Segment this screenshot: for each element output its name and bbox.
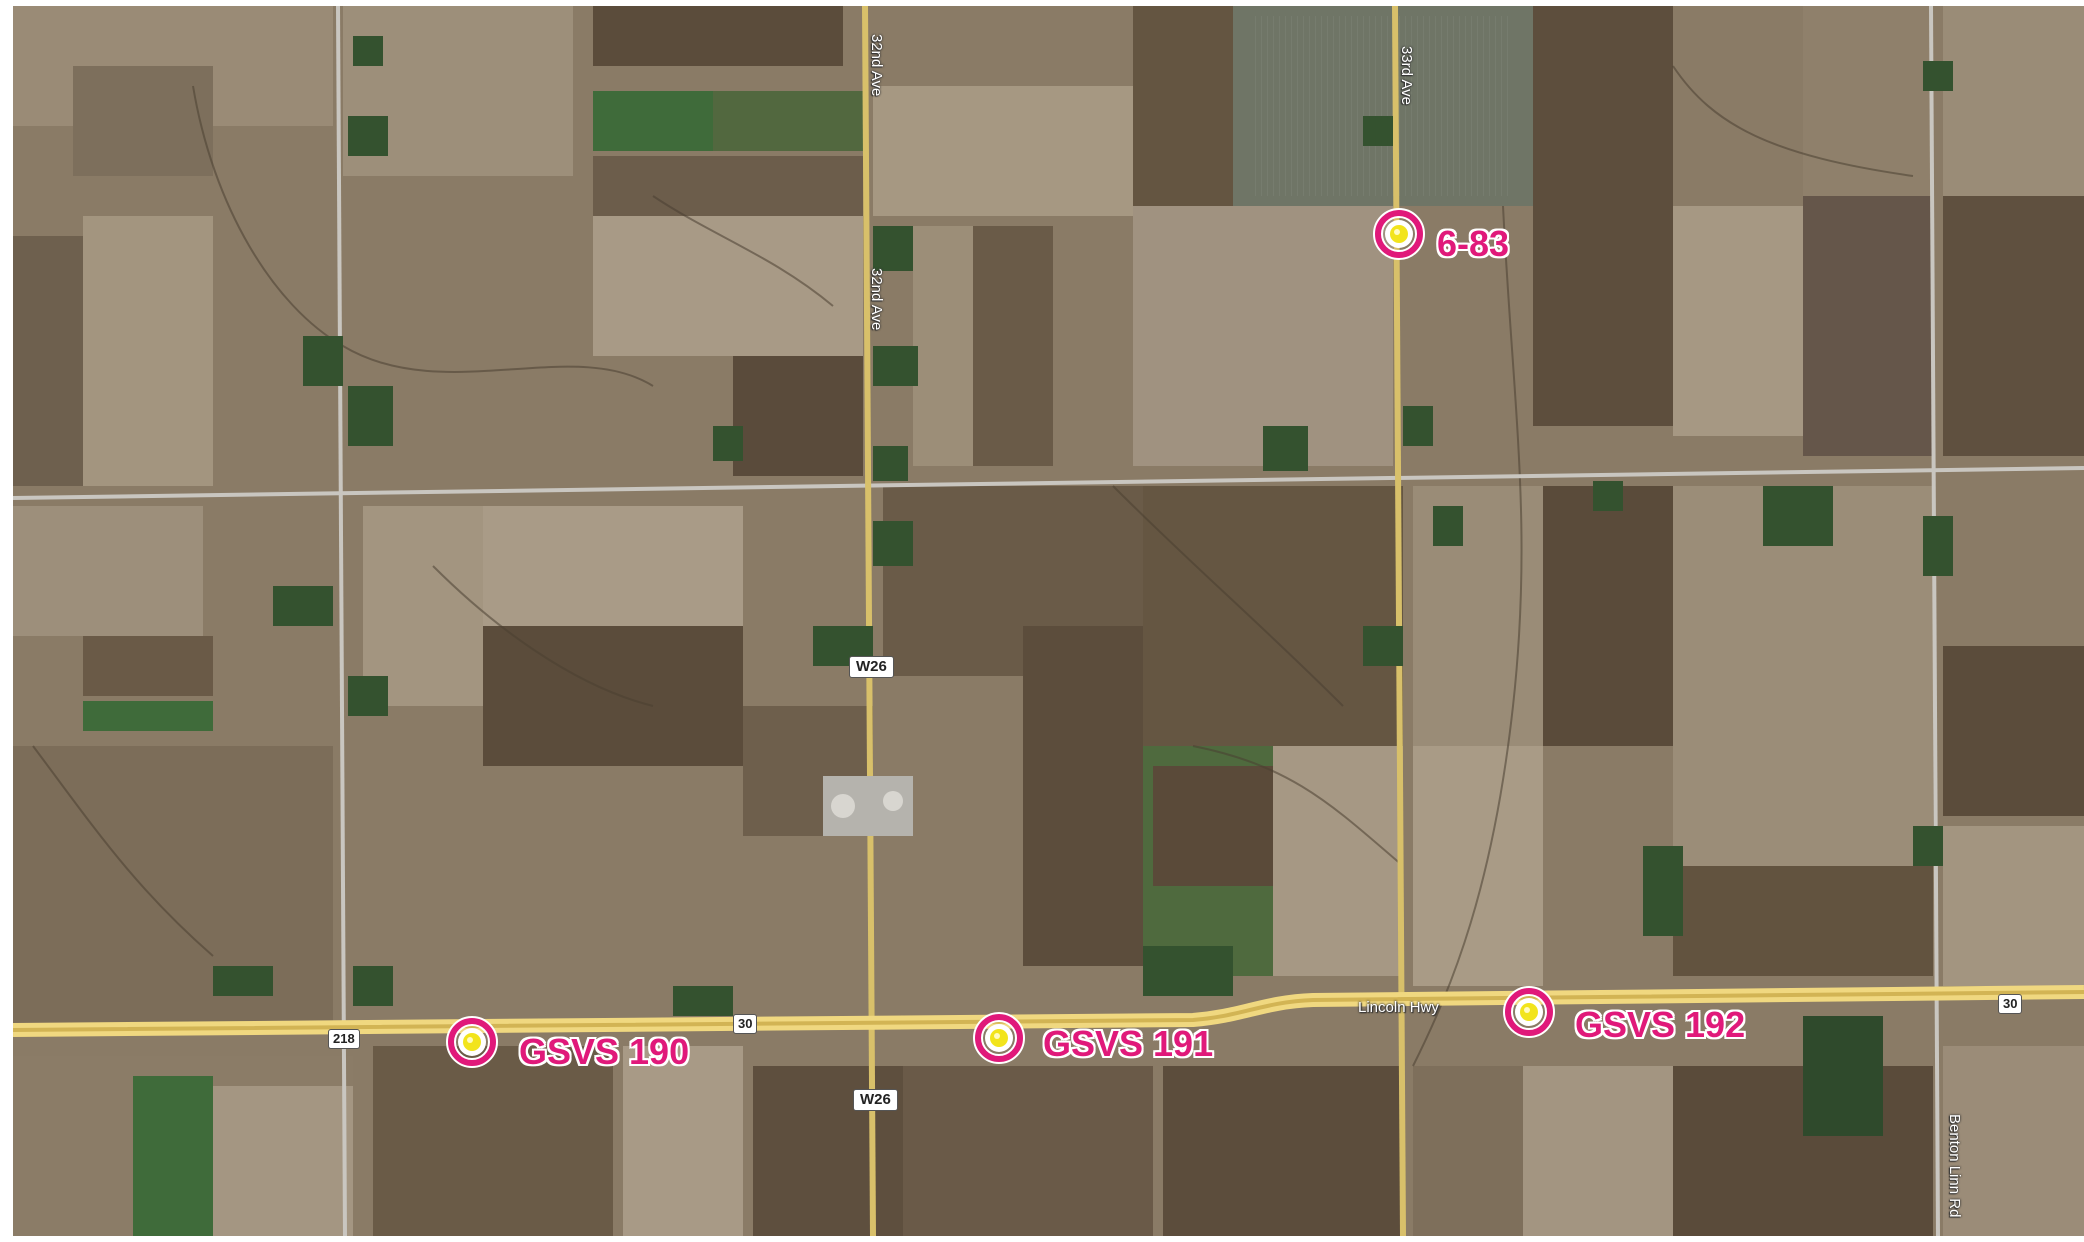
lincoln-highway <box>13 985 2084 1037</box>
target-circle-icon <box>973 1012 1025 1064</box>
route-shield-us30-east: 30 <box>1998 994 2023 1014</box>
marker-label-6-83: 6-83 <box>1437 223 1510 264</box>
route-shield-w26-south: W26 <box>853 1089 898 1111</box>
target-circle-icon <box>1503 986 1555 1038</box>
marker-6-83[interactable] <box>1373 208 1425 260</box>
road-label-33rd-ave: 33rd Ave <box>1398 46 1415 105</box>
target-circle-icon <box>1373 208 1425 260</box>
route-shield-w26-north: W26 <box>849 656 894 678</box>
field-patches <box>13 6 2084 1236</box>
road-label-lincoln-hwy: Lincoln Hwy <box>1358 999 1439 1016</box>
marker-gsvs-191[interactable] <box>973 1012 1025 1064</box>
marker-label-gsvs-192: GSVS 192 <box>1575 1004 1746 1045</box>
marker-gsvs-192[interactable] <box>1503 986 1555 1038</box>
marker-label-gsvs-190: GSVS 190 <box>519 1031 690 1072</box>
drainage-lines <box>32 65 1914 1067</box>
industrial-site <box>823 776 913 836</box>
farmsteads <box>213 36 1953 1016</box>
road-label-32nd-ave-mid: 32nd Ave <box>868 268 885 331</box>
road-label-benton-linn-rd: Benton Linn Rd <box>1946 1114 1963 1218</box>
marker-label-gsvs-191: GSVS 191 <box>1043 1023 1214 1064</box>
route-shield-us30-west: 30 <box>733 1014 758 1034</box>
target-circle-icon <box>446 1016 498 1068</box>
marker-gsvs-190[interactable] <box>446 1016 498 1068</box>
road-label-32nd-ave-north: 32nd Ave <box>868 34 885 97</box>
satellite-map[interactable]: 32nd Ave 32nd Ave 33rd Ave Lincoln Hwy B… <box>13 6 2084 1236</box>
map-imagery <box>13 6 2084 1236</box>
route-shield-218: 218 <box>328 1029 360 1049</box>
